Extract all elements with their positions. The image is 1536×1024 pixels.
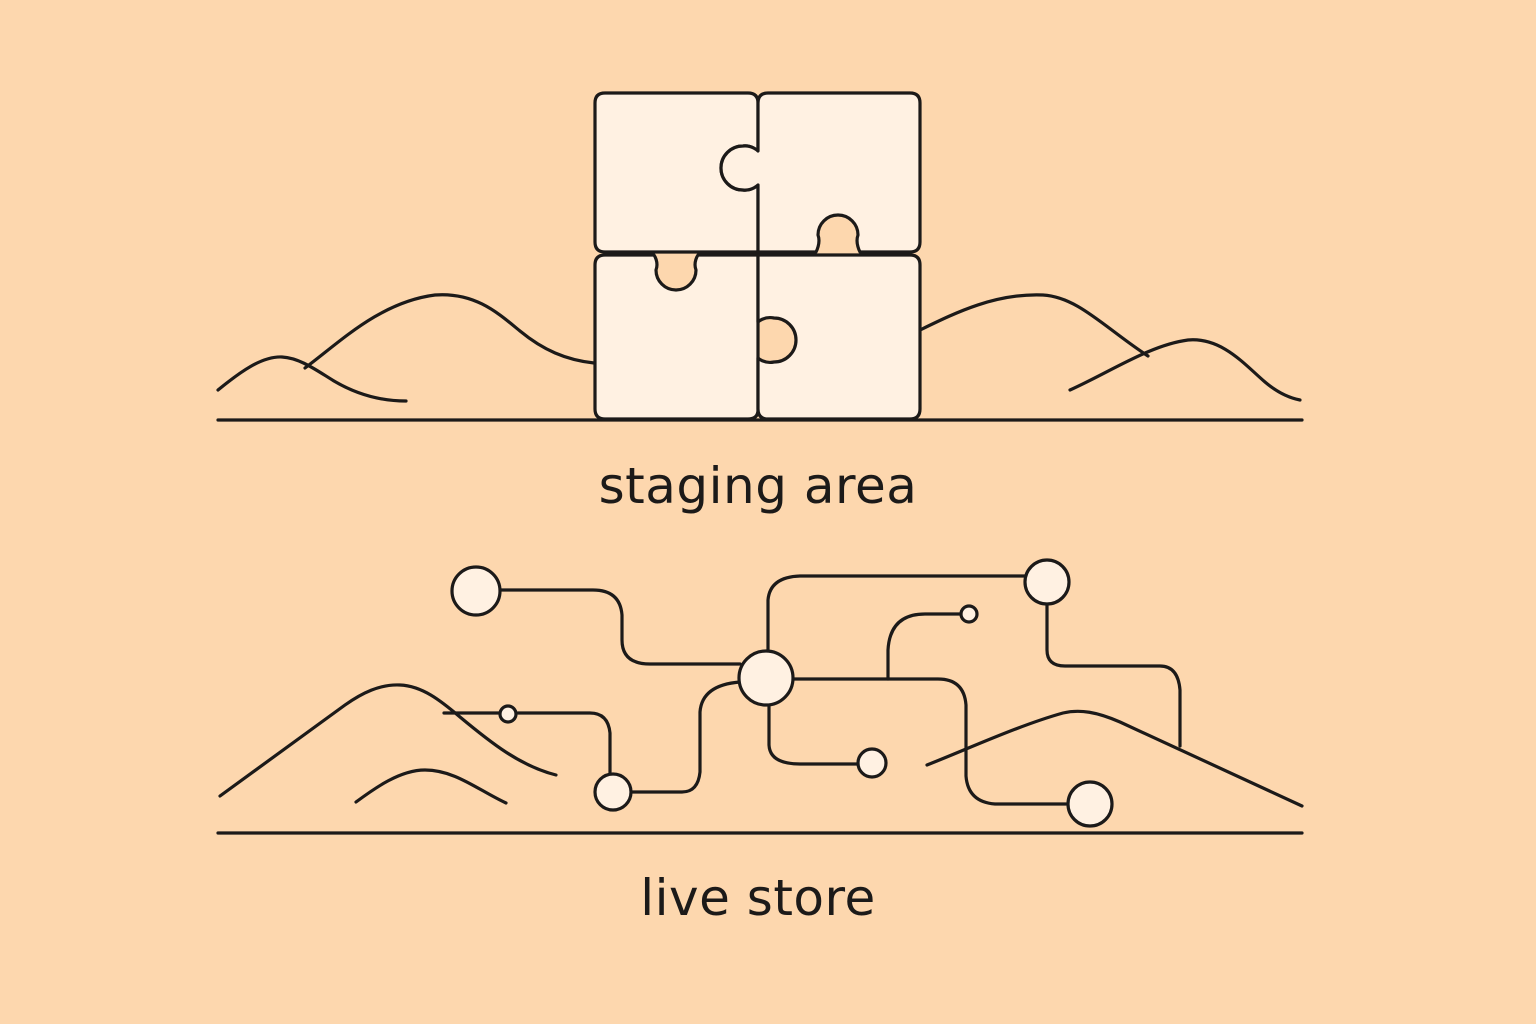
network-node-hub: [737, 649, 795, 707]
network-nodes: [450, 558, 1114, 828]
hill-right-large: [918, 293, 1150, 358]
network-icon: [442, 558, 1182, 828]
live-hills: [216, 683, 1304, 835]
hill-left-large: [303, 293, 596, 370]
network-node: [959, 604, 979, 624]
network-node: [1066, 780, 1114, 828]
network-edge: [766, 574, 1028, 656]
hill-left-tall: [218, 683, 558, 798]
network-node: [498, 704, 518, 724]
puzzle-piece-top-right: [719, 91, 922, 254]
network-node: [1023, 558, 1071, 606]
hill-left-low: [354, 768, 508, 805]
network-edge: [767, 703, 860, 766]
network-edge: [516, 711, 612, 776]
network-edges: [442, 574, 1182, 806]
staging-hills: [216, 293, 1304, 422]
network-node: [593, 772, 633, 812]
puzzle-icon: [593, 91, 922, 421]
network-edge: [630, 680, 742, 794]
network-edge: [886, 612, 962, 681]
puzzle-piece-bottom-left: [593, 253, 760, 421]
staging-area-illustration: [216, 91, 1304, 422]
network-edge: [498, 588, 742, 666]
network-edge: [1045, 602, 1182, 748]
network-edge: [790, 677, 1068, 806]
network-node: [856, 747, 888, 779]
live-store-illustration: [216, 558, 1304, 835]
puzzle-piece-bottom-right: [756, 253, 922, 421]
network-node: [450, 565, 502, 617]
hill-right-small: [1068, 338, 1302, 402]
hill-right: [925, 709, 1304, 808]
staging-area-label: staging area: [598, 457, 918, 515]
live-store-label: live store: [640, 869, 876, 927]
